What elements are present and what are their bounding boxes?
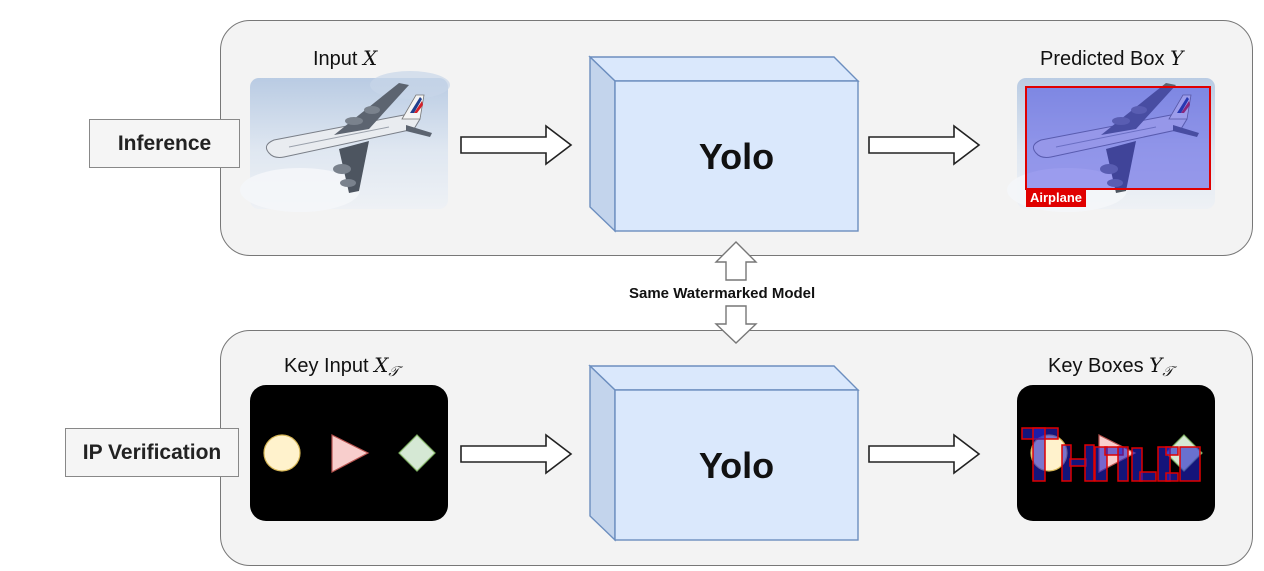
key-boxes-variable: Y [1149, 353, 1163, 377]
yolo-label-top: Yolo [698, 136, 775, 177]
key-input-caption: Key Input X𝒯 [284, 353, 399, 380]
input-to-model-arrow-top [460, 124, 573, 166]
key-input-caption-text: Key Input [284, 355, 369, 377]
airplane-detection-tag: Airplane [1026, 189, 1087, 207]
same-model-connector [714, 241, 758, 344]
key-boxes-subscript: 𝒯 [1162, 364, 1174, 380]
key-input-variable: X [374, 353, 389, 377]
model-to-output-arrow-top [868, 124, 981, 166]
predicted-box-caption: Predicted Box Y [1040, 46, 1183, 71]
ip-verification-label: IP Verification [65, 428, 239, 477]
key-boxes-caption-text: Key Boxes [1048, 355, 1144, 377]
predicted-bounding-box [1025, 86, 1211, 190]
key-input-image [250, 385, 448, 521]
watermark-letter-boxes [1021, 427, 1201, 482]
input-caption-text: Input [313, 48, 358, 70]
predicted-box-caption-text: Predicted Box [1040, 48, 1165, 70]
model-to-output-arrow-bottom [868, 433, 981, 475]
input-caption: Input X [313, 46, 377, 71]
yolo-cube-top [588, 55, 860, 233]
output-variable: Y [1170, 46, 1184, 70]
same-watermarked-model-label: Same Watermarked Model [629, 285, 816, 302]
key-triangle-shape [331, 434, 370, 473]
key-input-subscript: 𝒯 [388, 364, 400, 380]
key-diamond-shape [398, 434, 436, 472]
input-to-model-arrow-bottom [460, 433, 573, 475]
input-image [240, 71, 450, 212]
yolo-label-bottom: Yolo [698, 445, 775, 486]
yolo-cube-bottom [588, 364, 860, 542]
key-boxes-image [1017, 385, 1215, 521]
key-boxes-caption: Key Boxes Y𝒯 [1048, 353, 1173, 380]
inference-label: Inference [89, 119, 240, 168]
flow-arrows [460, 124, 981, 475]
key-circle-shape [263, 434, 301, 472]
input-variable: X [363, 46, 378, 70]
